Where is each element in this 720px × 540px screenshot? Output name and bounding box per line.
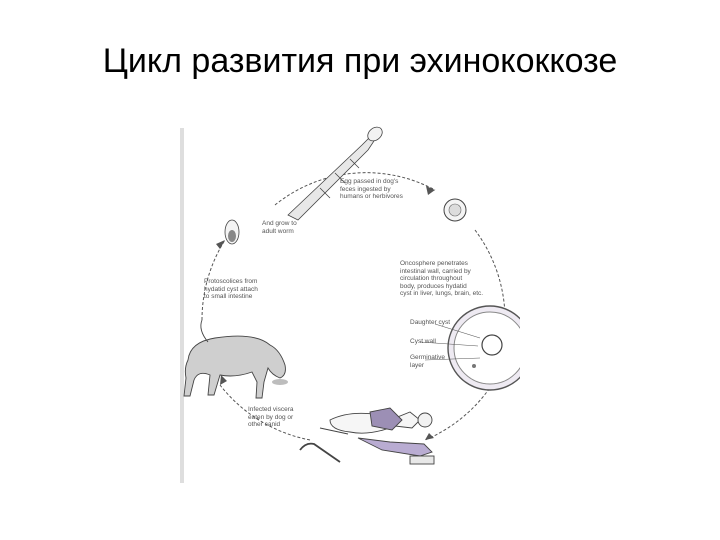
oncosphere-label: Oncosphere penetrates intestinal wall, c… <box>400 260 484 298</box>
dog-icon <box>183 319 286 399</box>
arrow-head-icon <box>425 433 434 440</box>
daughter-cyst-label: Daughter cyst <box>410 319 451 326</box>
arrow-head-icon <box>426 186 435 195</box>
adult-worm-icon <box>287 126 383 221</box>
egg-icon <box>443 198 467 222</box>
life-cycle-diagram: Egg passed in dog's feces ingested by hu… <box>180 120 520 490</box>
hydatid-cyst-icon <box>447 305 520 391</box>
slide-title: Цикл развития при эхинококкозе <box>102 42 618 80</box>
germinative-layer-label: Germinative layer <box>410 354 446 369</box>
small-worm-icon <box>224 219 240 245</box>
human-figure-icon <box>299 407 435 465</box>
egg-label: Egg passed in dog's feces ingested by hu… <box>340 178 403 201</box>
adult-worm-label: And grow to adult worm <box>262 220 297 235</box>
viscera-icon <box>272 379 288 385</box>
viscera-label: Infected viscera eaten by dog or other c… <box>248 406 294 429</box>
figure-edge <box>180 128 184 483</box>
life-cycle-illustration <box>180 126 520 483</box>
arrow-head-icon <box>220 375 227 385</box>
cyst-pointer-lines <box>419 323 481 361</box>
cyst-wall-label: Cyst wall <box>410 338 437 345</box>
cycle-arrows <box>216 186 509 440</box>
protoscolices-label: Protoscolices from hydatid cyst attach t… <box>204 278 258 301</box>
arrow-head-icon <box>216 240 225 249</box>
